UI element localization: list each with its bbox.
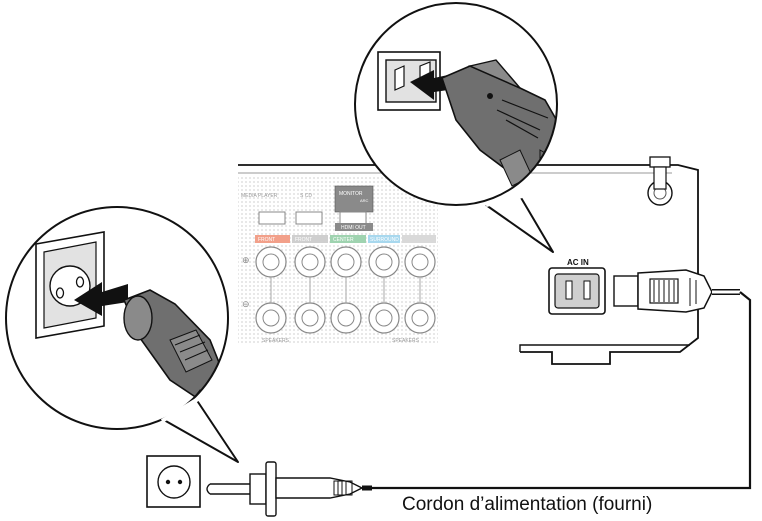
speaker-terminal-core <box>301 309 319 327</box>
speaker-terminal-core <box>375 253 393 271</box>
speaker-group-label-1: SPEAKERS <box>262 338 290 344</box>
speaker-terminal-core <box>262 309 280 327</box>
speaker-terminal-core <box>262 253 280 271</box>
speaker-group-label-2: SPEAKERS <box>392 338 420 344</box>
speaker-terminal-core <box>411 253 429 271</box>
speaker-terminals <box>255 246 436 334</box>
iec-plug-inserted <box>613 269 740 313</box>
speaker-tab-front-l: FRONT <box>258 237 275 243</box>
wall-outlet <box>146 455 201 508</box>
polarity-plus-label: ⊕ <box>242 255 250 265</box>
hdmi-label-media-player: MEDIA PLAYER <box>241 193 278 199</box>
hdmi-label-cd: S CD <box>300 193 312 199</box>
speaker-terminal-core <box>337 309 355 327</box>
zoom-circle-ac-inlet <box>354 2 558 253</box>
receiver-rear-panel: MEDIA PLAYER S CD MONITOR ARC HDMI OUT F… <box>238 156 699 365</box>
power-cord-caption: Cordon d’alimentation (fourni) <box>402 494 653 515</box>
speaker-terminal-core <box>411 309 429 327</box>
speaker-tab-surround: SURROUND <box>370 237 399 243</box>
hdmi-label-hdmi-out: HDMI OUT <box>341 225 366 231</box>
speaker-terminal-core <box>375 309 393 327</box>
speaker-tab-center: CENTER <box>333 237 354 243</box>
ac-in-label: AC IN <box>567 258 589 267</box>
hdmi-label-arc: ARC <box>360 198 369 203</box>
zoom-circle-wall-outlet <box>5 206 239 463</box>
speaker-tabs: FRONT FRONT CENTER SURROUND <box>255 235 436 243</box>
ac-in-inlet: AC IN <box>548 258 606 315</box>
polarity-minus-label: ⊖ <box>242 299 250 309</box>
hdmi-label-monitor: MONITOR <box>339 191 363 197</box>
speaker-tab-front-r: FRONT <box>295 237 312 243</box>
speaker-terminal-core <box>337 253 355 271</box>
power-cord <box>370 291 752 490</box>
insert-arrow-icon-2 <box>74 282 128 316</box>
cable-clamp <box>647 156 673 206</box>
mains-plug <box>206 461 372 517</box>
speaker-terminal-core <box>301 253 319 271</box>
